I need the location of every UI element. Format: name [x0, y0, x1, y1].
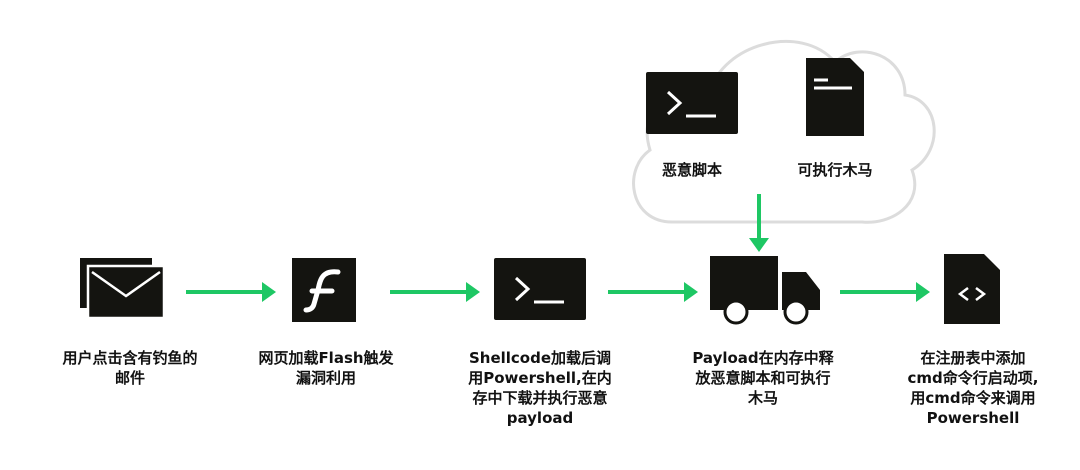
- truck-icon: [710, 256, 820, 325]
- step-label-5: 在注册表中添加 cmd命令行启动项, 用cmd命令来调用 Powershell: [907, 349, 1039, 427]
- arrow-step-3-to-4: [608, 282, 698, 302]
- step-label-2: 网页加载Flash触发 漏洞利用: [258, 349, 394, 387]
- flash-icon: [292, 258, 356, 322]
- cloud-item-executable-trojan: [806, 58, 864, 136]
- cloud-item-malicious-script: [646, 72, 738, 154]
- mail-icon: [80, 258, 166, 320]
- terminal-icon: [646, 72, 738, 134]
- code-file-icon: [944, 254, 1000, 324]
- arrow-cloud-to-truck: [749, 194, 769, 252]
- step-label-4: Payload在内存中释 放恶意脚本和可执行 木马: [692, 349, 834, 407]
- cloud-label-malicious-script: 恶意脚本: [661, 161, 722, 179]
- arrow-step-4-to-5: [840, 282, 930, 302]
- arrow-step-1-to-2: [186, 282, 276, 302]
- terminal-icon: [494, 258, 586, 320]
- step-label-1: 用户点击含有钓鱼的 邮件: [62, 349, 198, 387]
- arrow-step-2-to-3: [390, 282, 480, 302]
- document-icon: [806, 58, 864, 136]
- step-label-3: Shellcode加载后调 用Powershell,在内 存中下载并执行恶意 p…: [468, 349, 612, 427]
- cloud-label-executable-trojan: 可执行木马: [797, 161, 873, 179]
